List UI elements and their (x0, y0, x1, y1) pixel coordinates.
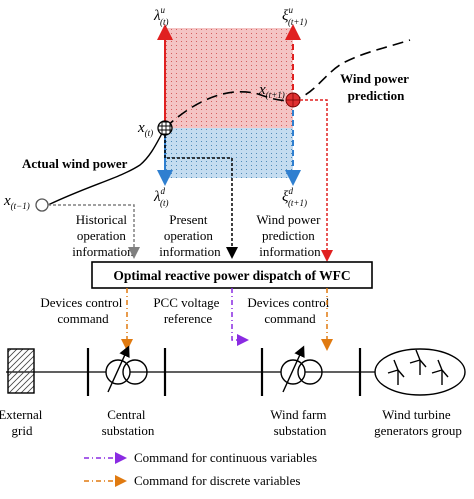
single-line-diagram (6, 345, 466, 396)
historical-info-arrow (48, 204, 140, 259)
external-grid-icon (7, 348, 35, 394)
point-x-t-minus-1 (35, 198, 49, 212)
historical-info-label: Historical operation information (72, 212, 134, 259)
central-transformer-icon (105, 345, 148, 393)
pcc-voltage-label: PCC voltage reference (153, 295, 222, 326)
present-info-arrow (164, 135, 238, 259)
wind-farm-substation-label: Wind farm substation (270, 407, 329, 438)
legend-continuous-label: Command for continuous variables (134, 450, 317, 465)
wind-turbine-group-label: Wind turbine generators group (374, 407, 462, 438)
present-info-label: Present operation information (159, 212, 221, 259)
uncertainty-region (165, 28, 293, 178)
label-x-t-minus-1: x(t−1) (3, 193, 30, 211)
actual-wind-power-curve (47, 127, 166, 206)
label-x-t-plus-1: x(t+1) (258, 82, 285, 100)
wind-turbine-group-icon (374, 348, 466, 396)
dispatch-box (91, 261, 373, 289)
external-grid-label: External grid (0, 407, 46, 438)
wind-farm-transformer-icon (280, 345, 323, 393)
label-x-t: x(t) (137, 120, 153, 138)
legend-discrete-label: Command for discrete variables (134, 473, 300, 488)
devices-control-right-label: Devices control command (247, 295, 332, 326)
pcc-voltage-command-arrow (231, 288, 249, 346)
xi-upper-label: ξu(t+1) (282, 5, 307, 27)
dispatch-box-label: Optimal reactive power dispatch of WFC (113, 268, 350, 283)
central-substation-label: Central substation (102, 407, 155, 438)
point-x-t (157, 120, 173, 136)
prediction-info-arrow (300, 99, 333, 262)
prediction-info-label: Wind power prediction information (256, 212, 323, 259)
devices-control-left-label: Devices control command (40, 295, 125, 326)
lambda-lower-label: λd(t) (153, 186, 169, 208)
lambda-upper-label: λu(t) (153, 5, 169, 27)
legend: Command for continuous variables Command… (84, 450, 317, 488)
wind-power-prediction-label: Wind power prediction (340, 71, 412, 103)
xi-lower-label: ξd(t+1) (282, 186, 307, 208)
actual-wind-power-label: Actual wind power (22, 156, 128, 171)
